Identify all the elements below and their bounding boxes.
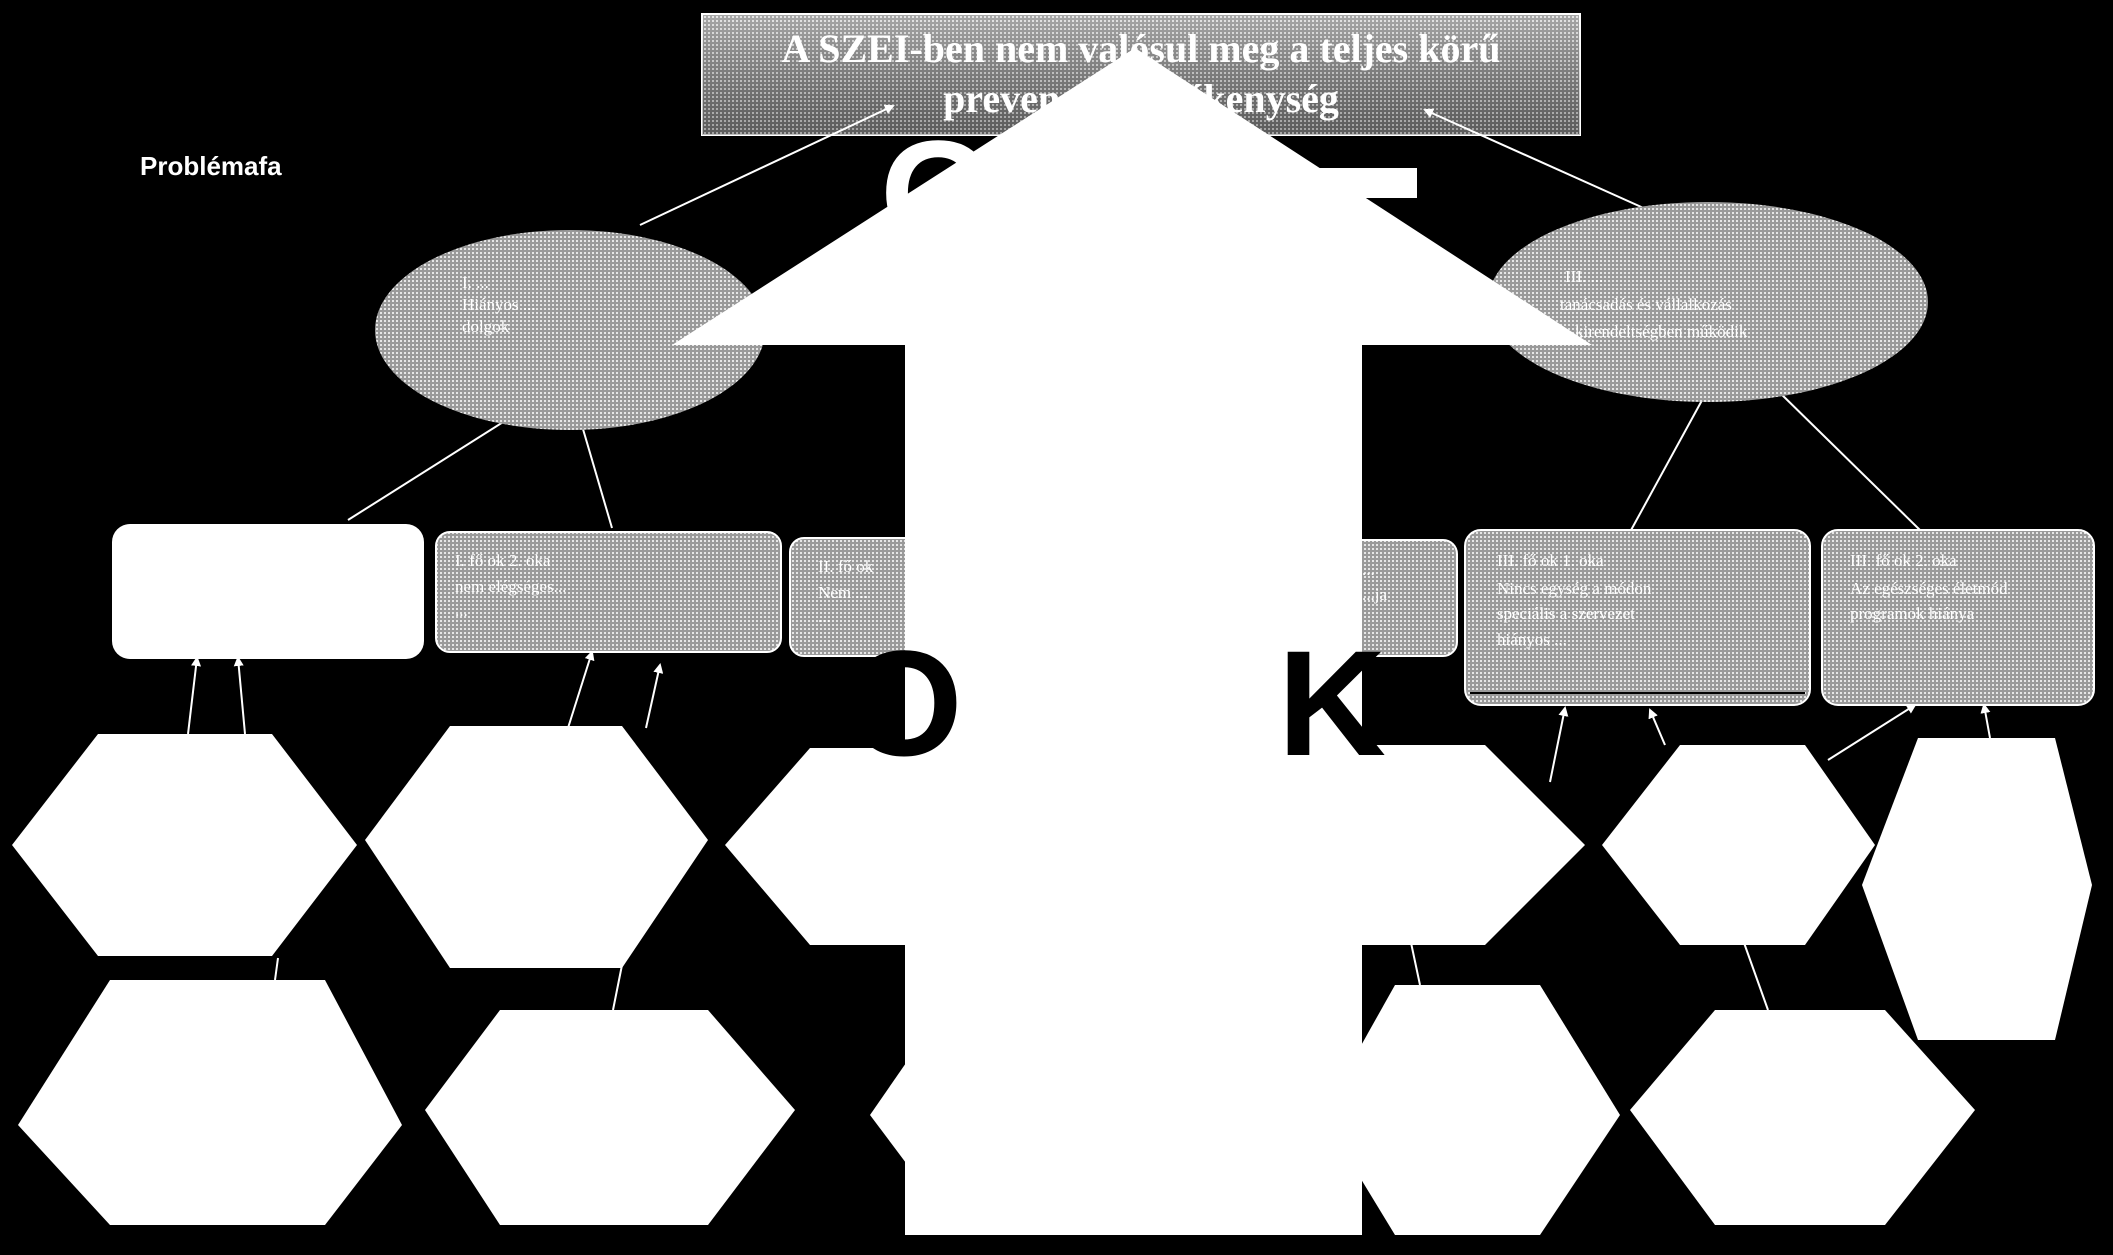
cause-box-6-line1: III. fő ok 2. oka bbox=[1850, 551, 1957, 570]
page-label: Problémafa bbox=[140, 151, 282, 181]
hexagon-1 bbox=[12, 734, 357, 956]
cause-box-1 bbox=[112, 524, 424, 659]
hexagon-10 bbox=[1322, 985, 1620, 1235]
cause-box-5-line2: Nincs egység a módon bbox=[1497, 579, 1652, 598]
overlay-letter-top: O bbox=[880, 109, 997, 277]
cause-box-2-line3: ... bbox=[455, 601, 468, 620]
cause-box-5-line3: speciális a szervezet bbox=[1497, 604, 1635, 623]
cause-box-5-line4: hiányos ... bbox=[1497, 630, 1567, 649]
cause-box-2: I. fő ok 2. oka nem elégséges... ... bbox=[435, 531, 782, 653]
cause-box-2-line2: nem elégséges... bbox=[455, 577, 566, 596]
hexagon-8 bbox=[425, 1010, 795, 1225]
left-ellipse-line1: I. ... bbox=[462, 273, 489, 292]
cause-box-6-line2: Az egészséges életmód bbox=[1850, 579, 2008, 598]
big-up-arrow bbox=[672, 48, 1592, 1235]
hexagon-6 bbox=[1862, 738, 2092, 1040]
cause-box-5-line1: III. fő ok 1. oka bbox=[1497, 551, 1604, 570]
left-ellipse-line2: Hiányos ... bbox=[462, 295, 536, 314]
left-ellipse-line3: dolgok bbox=[462, 317, 510, 336]
hexagon-11 bbox=[1630, 1010, 1975, 1225]
cause-box-6: III. fő ok 2. oka Az egészséges életmód … bbox=[1821, 529, 2095, 706]
hexagon-5 bbox=[1602, 745, 1875, 945]
hexagon-7 bbox=[18, 980, 402, 1225]
right-ellipse-line1: III. ... bbox=[1565, 267, 1603, 286]
right-ellipse-line2: tanácsadás és vállalkozás bbox=[1560, 295, 1732, 314]
cause-box-3-line2: Nem ... bbox=[818, 583, 868, 602]
right-ellipse: III. ... tanácsadás és vállalkozás kiren… bbox=[1488, 202, 1928, 402]
hexagon-2 bbox=[365, 726, 708, 968]
cause-box-2-line1: I. fő ok 2. oka bbox=[455, 551, 551, 570]
cause-box-5: III. fő ok 1. oka Nincs egység a módon s… bbox=[1464, 529, 1811, 706]
connectors bbox=[187, 104, 1991, 1011]
cause-box-4-line2: ...ja bbox=[1362, 585, 1387, 604]
cause-box-3-line3: ... bbox=[818, 607, 831, 626]
cause-box-4-line1: ... bbox=[1362, 560, 1375, 579]
cause-box-4: ... ...ja bbox=[1344, 539, 1458, 657]
right-ellipse-line3: kirendeltségben működik bbox=[1575, 322, 1748, 341]
left-ellipse: I. ... Hiányos ... dolgok bbox=[375, 230, 765, 430]
cause-box-3-line1: II. fő ok bbox=[818, 557, 874, 576]
cause-box-6-line3: programok hiánya bbox=[1850, 604, 1975, 623]
